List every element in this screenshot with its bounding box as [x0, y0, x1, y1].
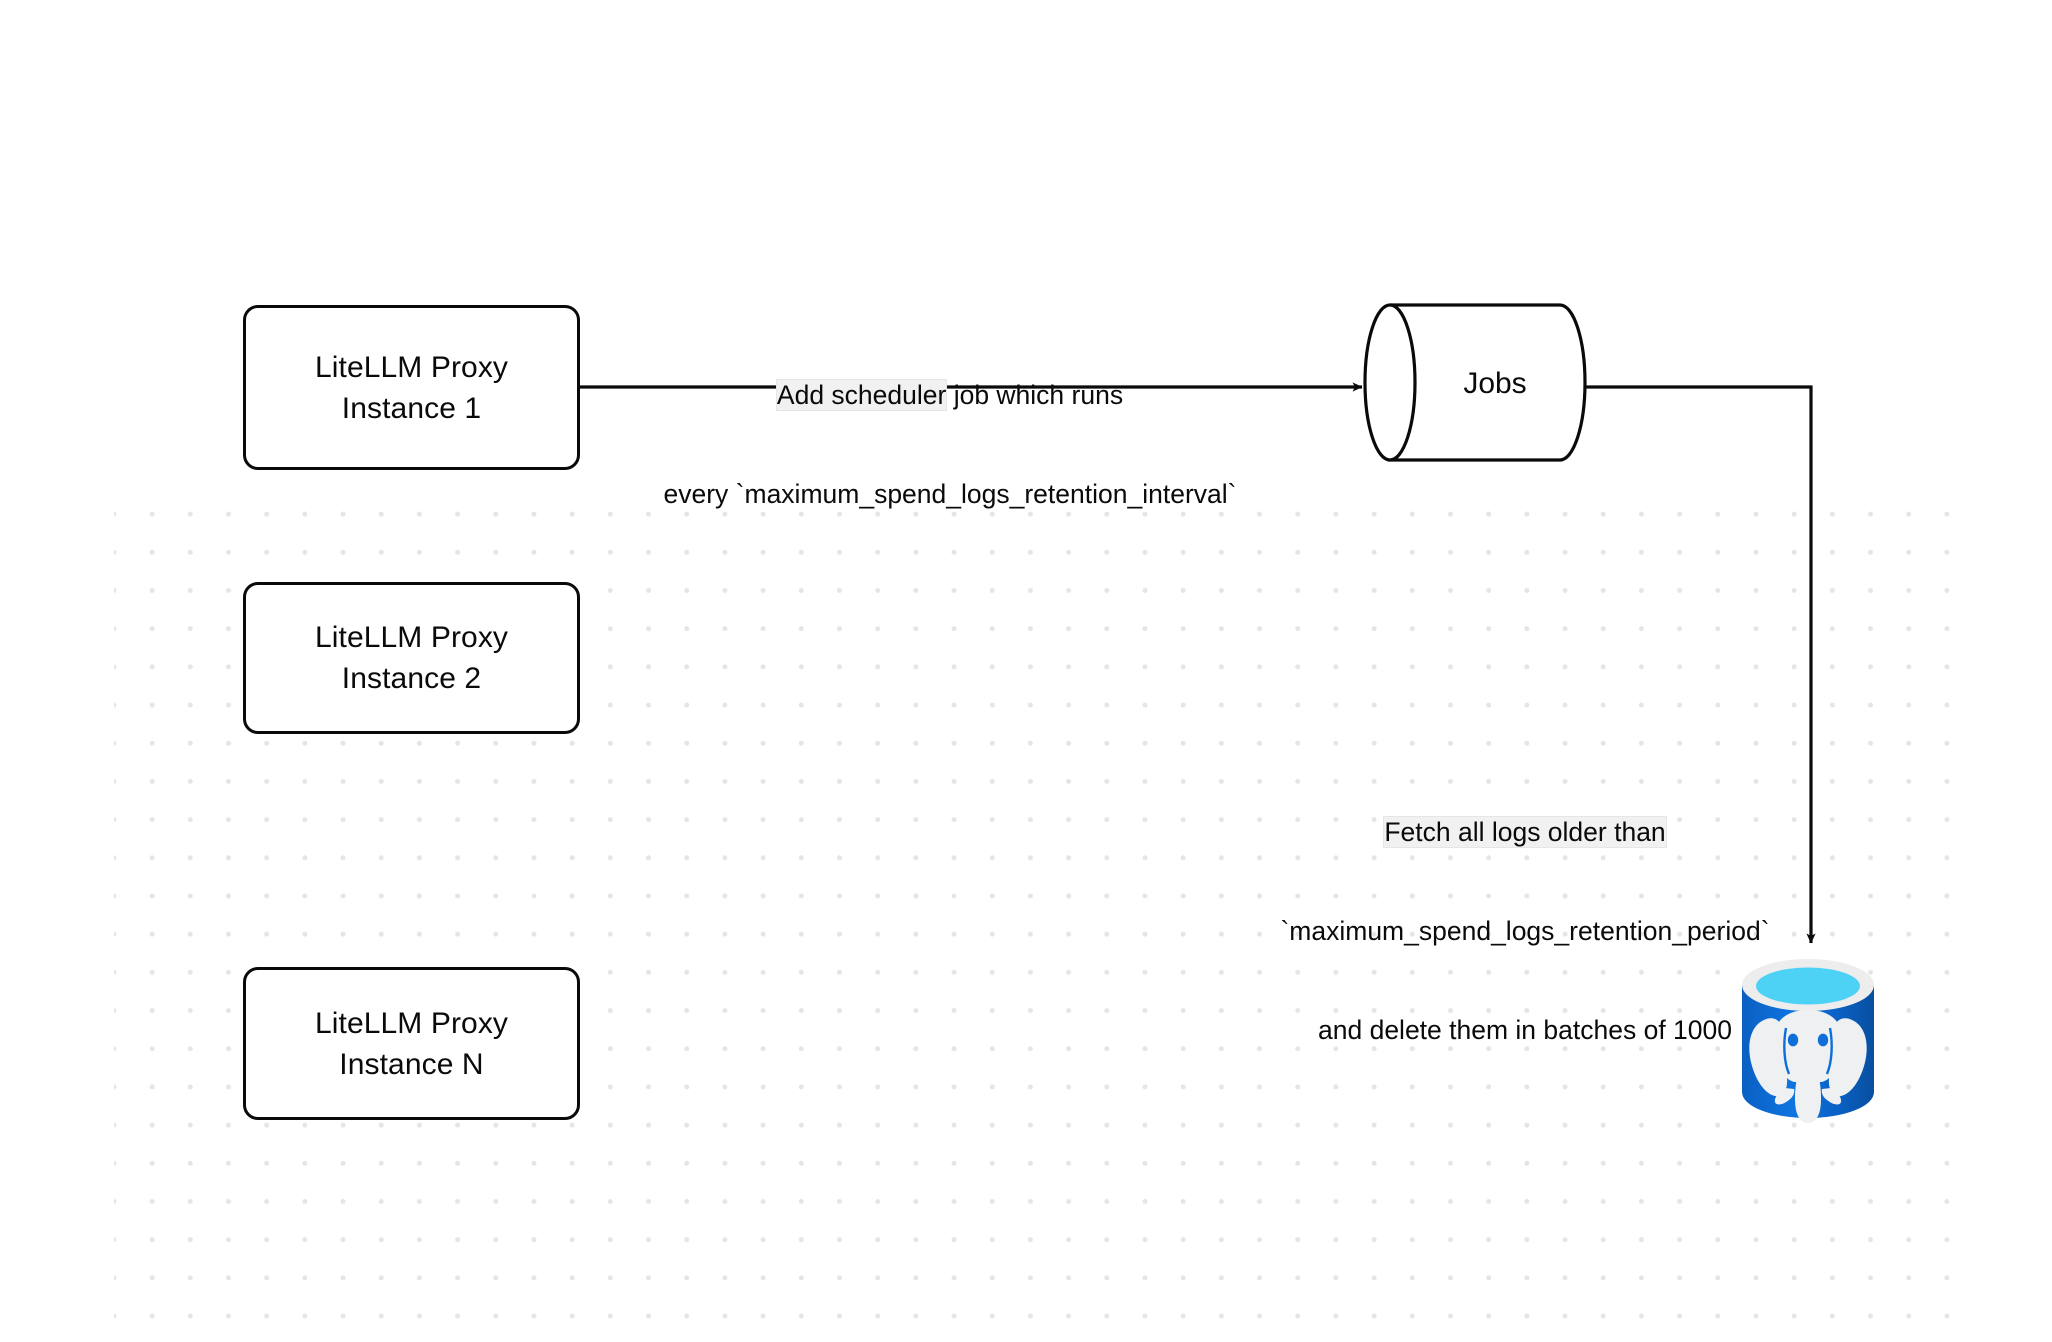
node-label: LiteLLM Proxy Instance 1 [314, 350, 509, 425]
jobs-cylinder-left-cap [1363, 303, 1417, 462]
node-label: LiteLLM Proxy Instance N [314, 1006, 509, 1081]
postgres-elephant-outline [1783, 1027, 1833, 1075]
postgresql-elephant-icon [1749, 1010, 1867, 1123]
edge-label-scheduler-line1-highlight: Add scheduler [776, 380, 947, 410]
node-label: LiteLLM Proxy Instance 2 [314, 621, 509, 695]
edge-jobs-to-postgres [1585, 385, 1816, 944]
edge-label-scheduler: Add scheduler job which runs every `maxi… [600, 313, 1300, 577]
edge-label-scheduler-line2: every `maximum_spend_logs_retention_inte… [663, 479, 1237, 509]
node-litellm-proxy-instance-n[interactable]: LiteLLM Proxy Instance N [243, 967, 580, 1120]
edge-label-scheduler-line1-rest: job which runs [946, 380, 1124, 410]
node-litellm-proxy-instance-2[interactable]: LiteLLM Proxy Instance 2 [243, 582, 580, 734]
edge-label-delete-logs-line3: and delete them in batches of 1000 [1318, 1015, 1732, 1045]
edge-label-delete-logs-line1-highlight: Fetch all logs older than [1384, 817, 1666, 847]
postgres-cylinder-top-surface [1756, 967, 1860, 1005]
postgres-elephant-eyes [1787, 1033, 1829, 1047]
jobs-cylinder-body [1388, 303, 1587, 462]
node-jobs-label: Jobs [1463, 367, 1527, 400]
edge-label-delete-logs-line2: `maximum_spend_logs_retention_period` [1280, 916, 1770, 946]
node-litellm-proxy-instance-1[interactable]: LiteLLM Proxy Instance 1 [243, 305, 580, 470]
edge-label-delete-logs: Fetch all logs older than `maximum_spend… [1240, 750, 1810, 1113]
